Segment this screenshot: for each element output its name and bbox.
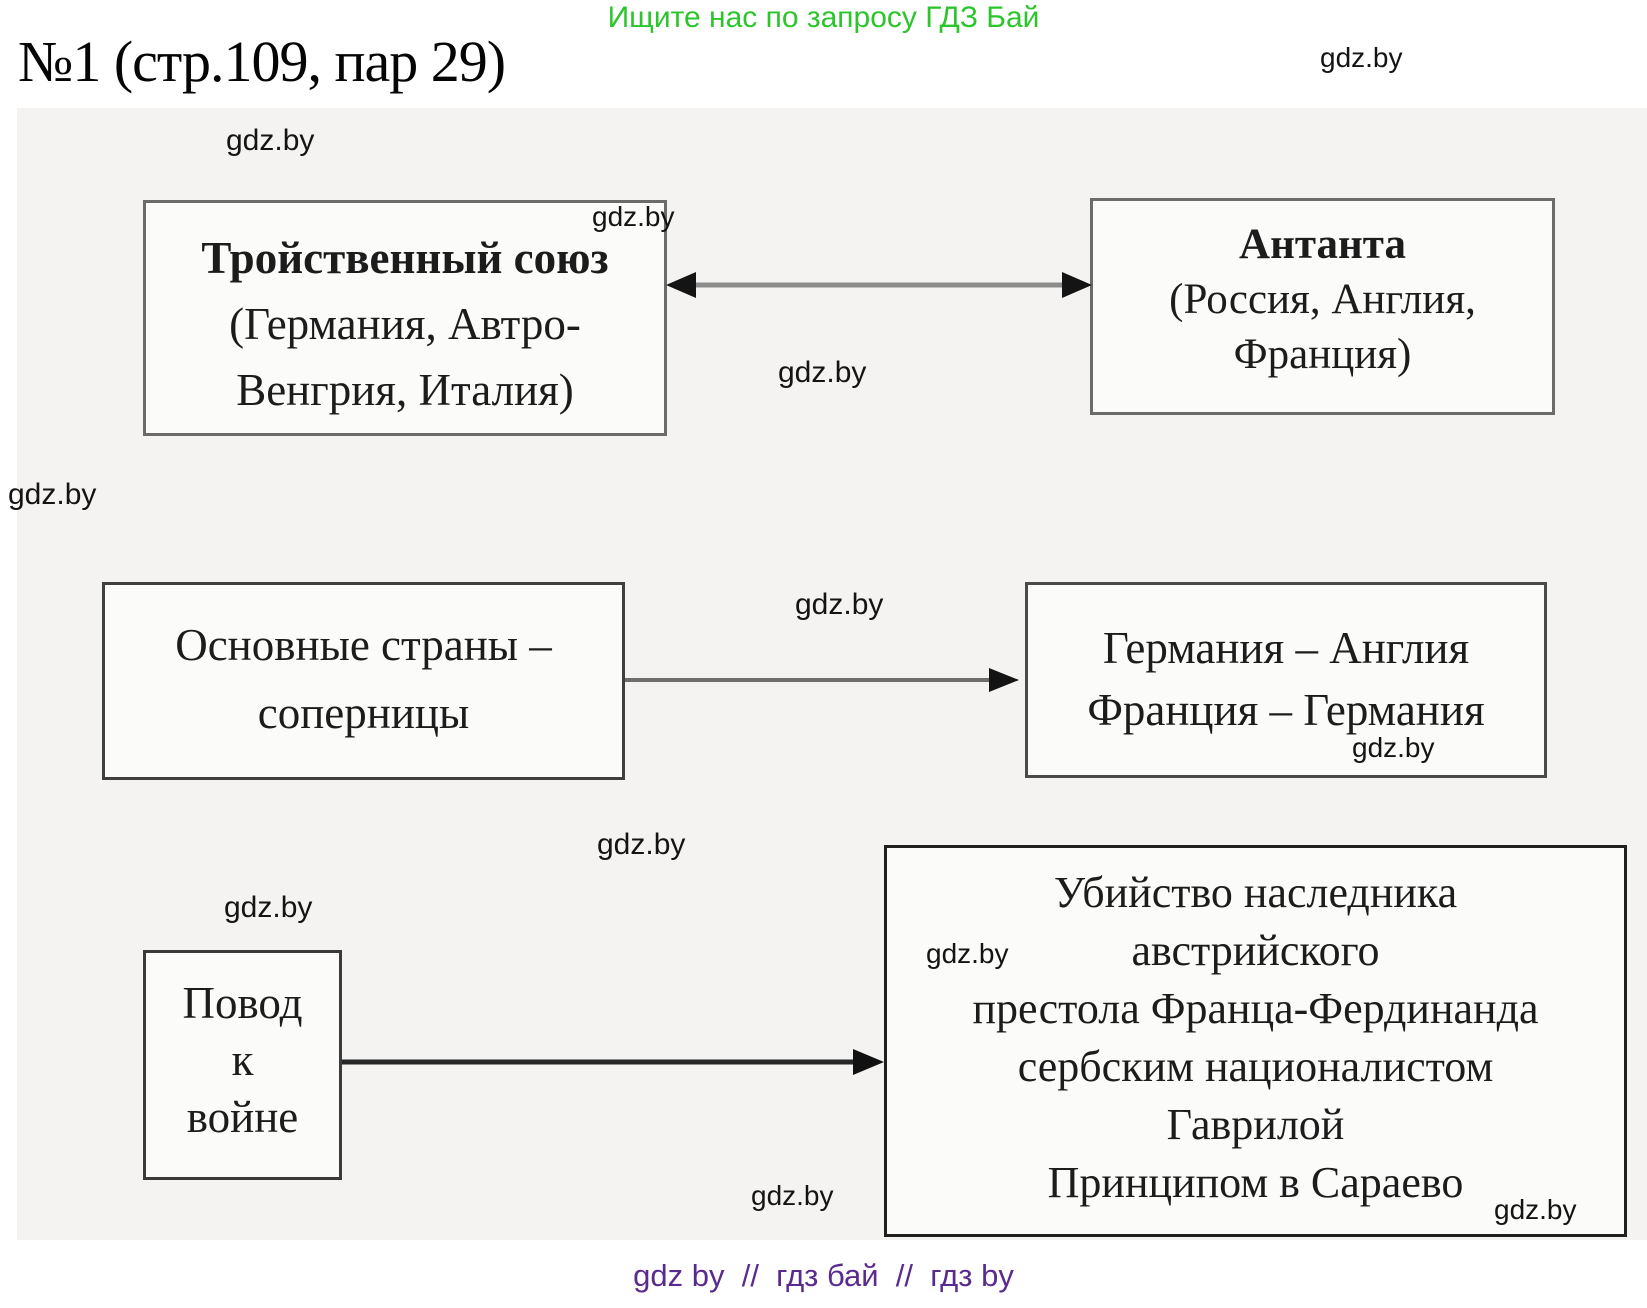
box-entente: Антанта (Россия, Англия, Франция) (1090, 198, 1555, 415)
watermark-box6-bottom-right: gdz.by (1494, 1194, 1577, 1225)
box-entente-line: (Россия, Англия, (1169, 276, 1476, 323)
arrow-rivals (625, 668, 1019, 692)
box-rival-countries-line: соперницы (257, 688, 470, 738)
box-war-cause: Повод к войне (143, 950, 342, 1180)
page-title: №1 (стр.109, пар 29) (18, 29, 506, 94)
box-war-cause-line: Повод (182, 978, 303, 1028)
box-triple-alliance-line: (Германия, Автро- (229, 299, 581, 349)
box-entente-line: Франция) (1233, 331, 1412, 378)
promo-banner: Ищите нас по запросу ГДЗ Бай (607, 1, 1040, 34)
double-arrow-alliances (666, 272, 1092, 298)
arrow-war-cause (342, 1049, 884, 1075)
box-assassination-line: Принципом в Сараево (1047, 1158, 1464, 1207)
footer-links: gdz by // гдз бай // гдз by (633, 1258, 1014, 1293)
box-triple-alliance-title: Тройственный союз (201, 233, 609, 283)
watermark-above-box5: gdz.by (224, 891, 313, 924)
watermark-box1-corner: gdz.by (592, 201, 675, 232)
box-war-cause-line: войне (186, 1092, 299, 1142)
watermark-top-right: gdz.by (1320, 42, 1403, 73)
watermark-row3-top: gdz.by (597, 828, 686, 861)
box-assassination-line: Убийство наследника (1053, 868, 1458, 917)
box-assassination-line: Гаврилой (1166, 1100, 1345, 1149)
box-assassination-line: престола Франца-Фердинанда (972, 984, 1539, 1033)
watermark-box4-inside: gdz.by (1352, 732, 1435, 763)
watermark-left-middle: gdz.by (8, 478, 97, 511)
watermark-below-arrow3: gdz.by (751, 1180, 834, 1211)
box-assassination: Убийство наследника австрийского престол… (884, 845, 1627, 1237)
box-entente-title: Антанта (1239, 221, 1406, 268)
box-rival-pairs-line: Германия – Англия (1102, 623, 1470, 673)
box-rival-pairs: Германия – Англия Франция – Германия (1025, 582, 1547, 778)
box-rival-countries-line: Основные страны – (175, 620, 552, 670)
box-war-cause-line: к (231, 1035, 254, 1085)
box-rival-countries: Основные страны – соперницы (102, 582, 625, 780)
watermark-above-arrow2: gdz.by (795, 588, 884, 621)
box-triple-alliance: Тройственный союз (Германия, Автро- Венг… (143, 200, 667, 436)
box-assassination-line: австрийского (1131, 926, 1380, 975)
watermark-box6-left: gdz.by (926, 938, 1009, 969)
box-triple-alliance-line: Венгрия, Италия) (236, 365, 574, 415)
watermark-row1-center: gdz.by (778, 356, 867, 389)
box-assassination-line: сербским националистом (1017, 1042, 1494, 1091)
box-rival-pairs-line: Франция – Германия (1087, 685, 1485, 735)
watermark-under-title: gdz.by (226, 124, 315, 157)
